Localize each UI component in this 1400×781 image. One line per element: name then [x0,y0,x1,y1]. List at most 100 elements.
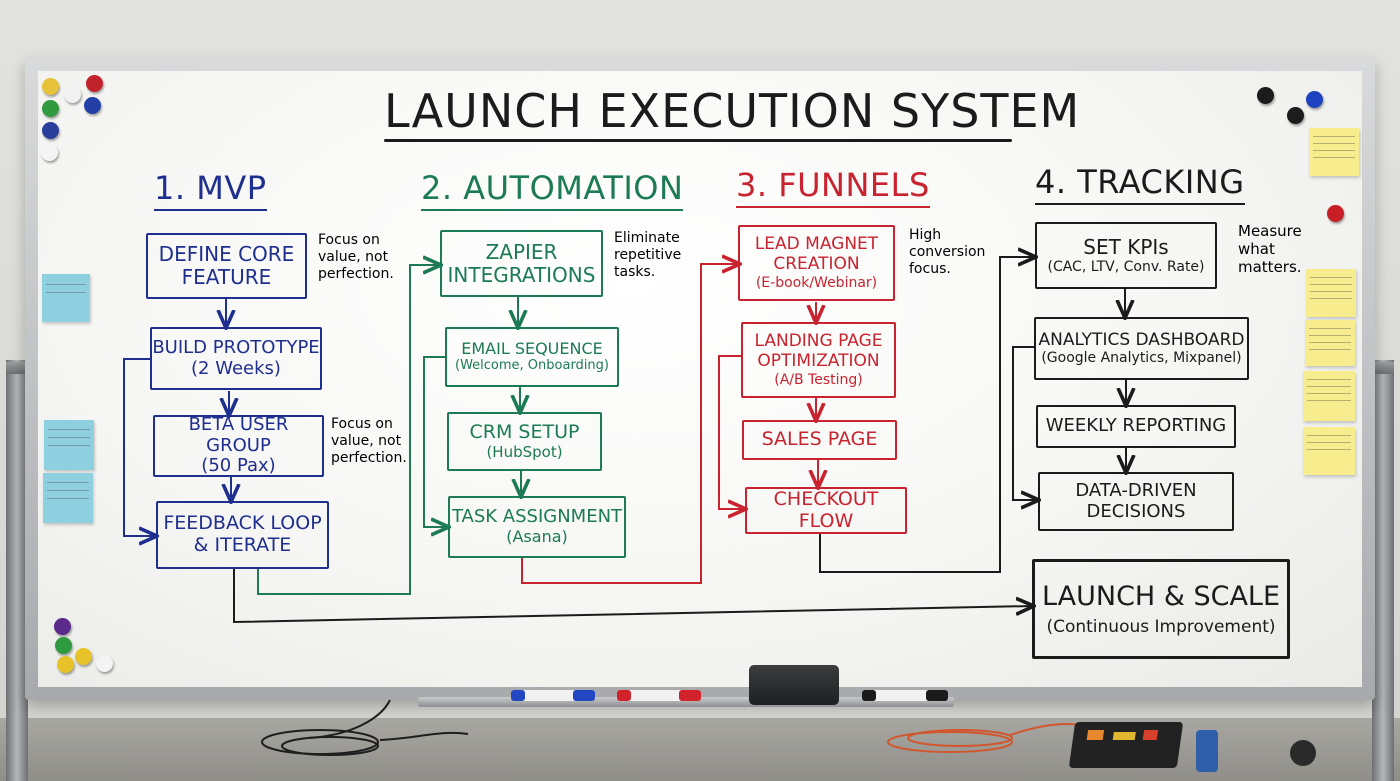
box-line: (Welcome, Onboarding) [455,357,609,373]
box-line: CHECKOUT FLOW [773,487,879,532]
tracking-note: Measure what matters. [1238,222,1302,276]
note-line: Focus on [331,416,393,432]
automation-note: Eliminate repetitive tasks. [614,230,681,280]
mvp-note-2: Focus on value, not perfection. [331,416,407,466]
magnet [54,618,71,635]
sticky-note [42,274,90,322]
note-line: tasks. [614,263,656,280]
magnet [1327,205,1344,222]
box-line: FEATURE [181,265,272,289]
box-line: (2 Weeks) [191,357,281,379]
note-line: what [1238,240,1275,258]
magnet [1306,91,1323,108]
box-line: (HubSpot) [486,442,563,461]
note-line: Focus on [318,232,380,248]
box-lead-magnet: LEAD MAGNET CREATION (E-book/Webinar) [738,225,895,301]
box-line: TASK ASSIGNMENT [451,506,623,528]
magnet [1257,87,1274,104]
box-line: (Google Analytics, Mixpanel) [1041,350,1242,367]
box-line: DECISIONS [1086,500,1186,522]
box-line: BUILD PROTOTYPE [152,336,320,358]
heading-tracking: 4. TRACKING [1035,164,1245,205]
box-line: & ITERATE [193,534,292,556]
black-marker [862,690,948,701]
box-analytics-dashboard: ANALYTICS DASHBOARD (Google Analytics, M… [1034,317,1249,380]
note-line: conversion [909,243,986,260]
box-line: INTEGRATIONS [447,262,596,287]
note-line: Measure [1238,222,1302,240]
marker-tray [418,697,954,707]
box-line: SET KPIs [1083,234,1169,259]
magnet [42,122,59,139]
box-beta-user-group: BETA USER GROUP (50 Pax) [153,413,324,477]
sticky-note [43,473,93,523]
magnet [86,75,103,92]
box-zapier-integrations: ZAPIER INTEGRATIONS [440,230,603,297]
note-line: Eliminate [614,230,680,246]
floor [0,718,1400,781]
box-line: EMAIL SEQUENCE [461,339,603,359]
board-title: LAUNCH EXECUTION SYSTEM [384,84,1081,138]
box-line: (Asana) [506,527,568,547]
caster-wheel [1290,740,1316,766]
box-line: (E-book/Webinar) [755,274,878,291]
box-feedback-loop: FEEDBACK LOOP & ITERATE [156,501,329,569]
sticky-note [1303,371,1355,421]
note-line: matters. [1238,258,1302,276]
box-line: CREATION [773,253,860,274]
note-line: repetitive [614,246,682,263]
funnels-note: High conversion focus. [909,227,985,277]
note-line: High [909,227,942,243]
box-build-prototype: BUILD PROTOTYPE (2 Weeks) [150,327,322,390]
heading-mvp: 1. MVP [154,170,267,211]
box-line: (50 Pax) [201,455,276,477]
red-marker [617,690,701,701]
magnet [1287,107,1304,124]
box-task-assignment: TASK ASSIGNMENT (Asana) [448,496,626,558]
box-line: WEEKLY REPORTING [1045,415,1227,437]
box-line: LEAD MAGNET [754,234,879,255]
box-line: SALES PAGE [761,428,878,451]
magnet [64,86,81,103]
box-line: FEEDBACK LOOP [163,512,322,535]
magnet [75,648,92,665]
box-sales-page: SALES PAGE [742,420,897,460]
box-line: (A/B Testing) [774,371,863,388]
board-stand-left [6,360,28,781]
sticky-note [44,420,94,470]
blue-marker [511,690,595,701]
box-crm-setup: CRM SETUP (HubSpot) [447,412,602,471]
magnet [42,78,59,95]
box-line: ZAPIER [485,239,558,264]
box-line: DATA-DRIVEN [1075,479,1197,501]
sticky-note [1305,320,1355,366]
sticky-note [1303,427,1355,475]
note-line: focus. [909,260,951,277]
box-define-core-feature: DEFINE CORE FEATURE [146,233,307,299]
box-line: OPTIMIZATION [757,350,880,371]
eraser [749,665,839,705]
box-line: DEFINE CORE [158,242,295,266]
box-email-sequence: EMAIL SEQUENCE (Welcome, Onboarding) [445,327,619,387]
box-line: (Continuous Improvement) [1046,616,1276,637]
note-line: value, not [331,432,402,449]
title-underline [384,139,1012,142]
heading-automation: 2. AUTOMATION [421,170,684,211]
toolbox [1068,722,1184,768]
note-line: perfection. [331,449,407,466]
sticky-note [1309,128,1359,176]
box-weekly-reporting: WEEKLY REPORTING [1036,405,1236,448]
note-line: perfection. [318,265,394,282]
box-line: CRM SETUP [469,420,580,443]
magnet [96,655,113,672]
box-line: LANDING PAGE [754,331,883,352]
note-line: value, not [318,248,389,265]
magnet [42,100,59,117]
box-line: LAUNCH & SCALE [1041,580,1281,612]
board-stand-right [1372,360,1394,781]
box-checkout-flow: CHECKOUT FLOW [745,487,907,534]
magnet [84,97,101,114]
magnet [55,637,72,654]
box-line: BETA USER GROUP [188,413,289,456]
box-line: (CAC, LTV, Conv. Rate) [1047,258,1205,275]
